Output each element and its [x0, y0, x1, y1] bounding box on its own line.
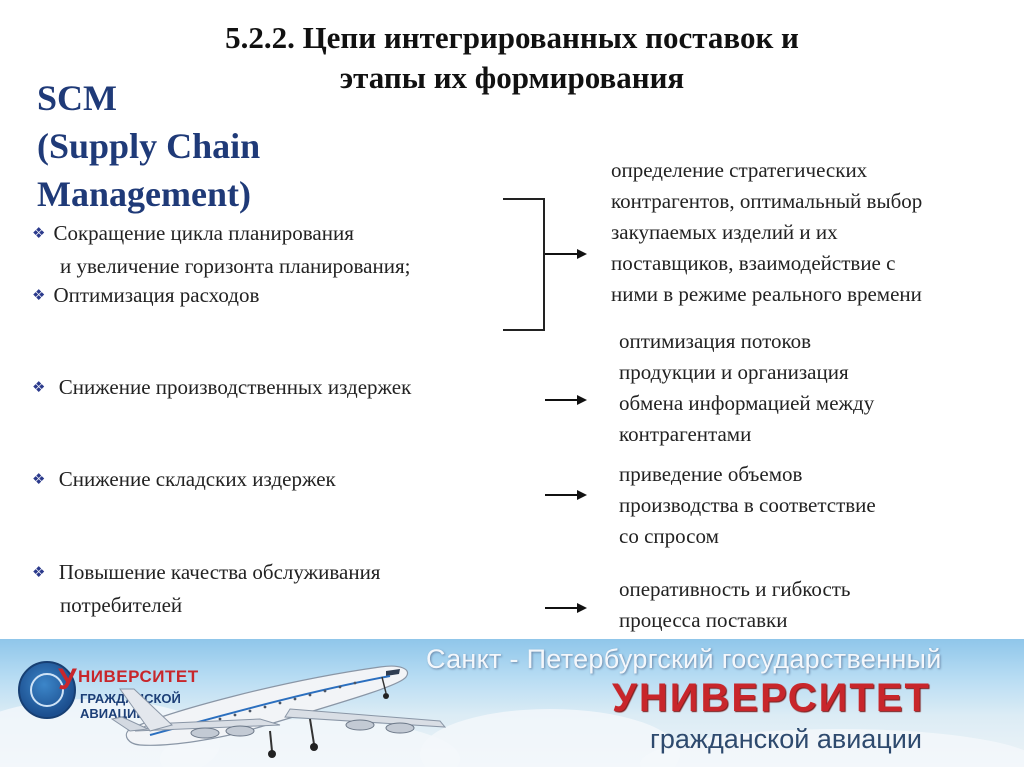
diamond-bullet-icon: ❖	[32, 378, 46, 396]
logo-letter: У	[58, 663, 77, 696]
bullet-item: ❖ Снижение складских издержек	[32, 464, 336, 497]
result-line: оптимизация потоков	[619, 329, 812, 353]
page-title: 5.2.2. Цепи интегрированных поставок и э…	[0, 18, 1024, 98]
result-line: обмена информацией между	[619, 391, 875, 415]
bullet-text: Снижение складских издержек	[58, 467, 336, 491]
university-logo-icon: У НИВЕРСИТЕТ ГРАЖДАНСКОЙ АВИАЦИИ	[18, 661, 218, 721]
result-line: закупаемых изделий и их	[611, 220, 838, 244]
scm-line-1: SCM	[37, 78, 117, 118]
logo-title: НИВЕРСИТЕТ	[78, 667, 199, 686]
bullet-text: Оптимизация расходов	[53, 283, 260, 307]
result-line: определение стратегических	[611, 158, 868, 182]
bullet-item: ❖ Оптимизация расходов	[32, 280, 259, 313]
bullet-item: ❖ Снижение производственных издержек	[32, 372, 411, 405]
arrow-right-icon	[545, 395, 587, 405]
result-line: ними в режиме реального времени	[611, 282, 922, 306]
result-line: приведение объемов	[619, 462, 803, 486]
result-block: определение стратегических контрагентов,…	[611, 155, 922, 310]
scm-heading: SCM (Supply Chain Management)	[37, 74, 260, 218]
bullet-text: Снижение производственных издержек	[58, 375, 412, 399]
diamond-bullet-icon: ❖	[32, 286, 46, 304]
bracket-bottom	[503, 329, 545, 331]
result-block: приведение объемов производства в соотве…	[619, 459, 876, 552]
banner-line-3: гражданской авиации	[650, 724, 922, 754]
diamond-bullet-icon: ❖	[32, 563, 46, 581]
bracket-top	[503, 198, 545, 200]
diamond-bullet-icon: ❖	[32, 224, 46, 242]
result-block: оптимизация потоков продукции и организа…	[619, 326, 874, 450]
bullet-text: Сокращение цикла планирования	[53, 221, 354, 245]
arrow-right-icon	[545, 603, 587, 613]
result-line: производства в соответствие	[619, 493, 876, 517]
banner-line-2: УНИВЕРСИТЕТ	[612, 676, 931, 720]
bullet-item: ❖ Сокращение цикла планирования и увеличе…	[32, 218, 410, 282]
diamond-bullet-icon: ❖	[32, 470, 46, 488]
banner-line-1: Санкт - Петербургский государственный	[426, 644, 942, 674]
result-block: оперативность и гибкость процесса постав…	[619, 574, 851, 636]
result-line: процесса поставки	[619, 608, 788, 632]
title-line-2: этапы их формирования	[339, 60, 685, 95]
result-line: поставщиков, взаимодействие с	[611, 251, 896, 275]
scm-line-2: (Supply Chain	[37, 126, 261, 166]
result-line: оперативность и гибкость	[619, 577, 851, 601]
result-line: контрагентов, оптимальный выбор	[611, 189, 923, 213]
scm-line-3: Management)	[37, 174, 251, 214]
result-line: со спросом	[619, 524, 719, 548]
bullet-item: ❖ Повышение качества обслуживания потреб…	[32, 557, 380, 621]
arrow-right-icon	[545, 249, 587, 259]
bullet-text: Повышение качества обслуживания	[58, 560, 381, 584]
bullet-text: и увеличение горизонта планирования;	[60, 254, 411, 278]
arrow-right-icon	[545, 490, 587, 500]
bracket-vertical	[543, 198, 545, 331]
university-banner: У НИВЕРСИТЕТ ГРАЖДАНСКОЙ АВИАЦИИ	[0, 639, 1024, 767]
airplane-icon	[110, 665, 447, 758]
result-line: контрагентами	[619, 422, 752, 446]
bullet-text: потребителей	[60, 593, 183, 617]
title-line-1: 5.2.2. Цепи интегрированных поставок и	[225, 20, 799, 55]
result-line: продукции и организация	[619, 360, 849, 384]
